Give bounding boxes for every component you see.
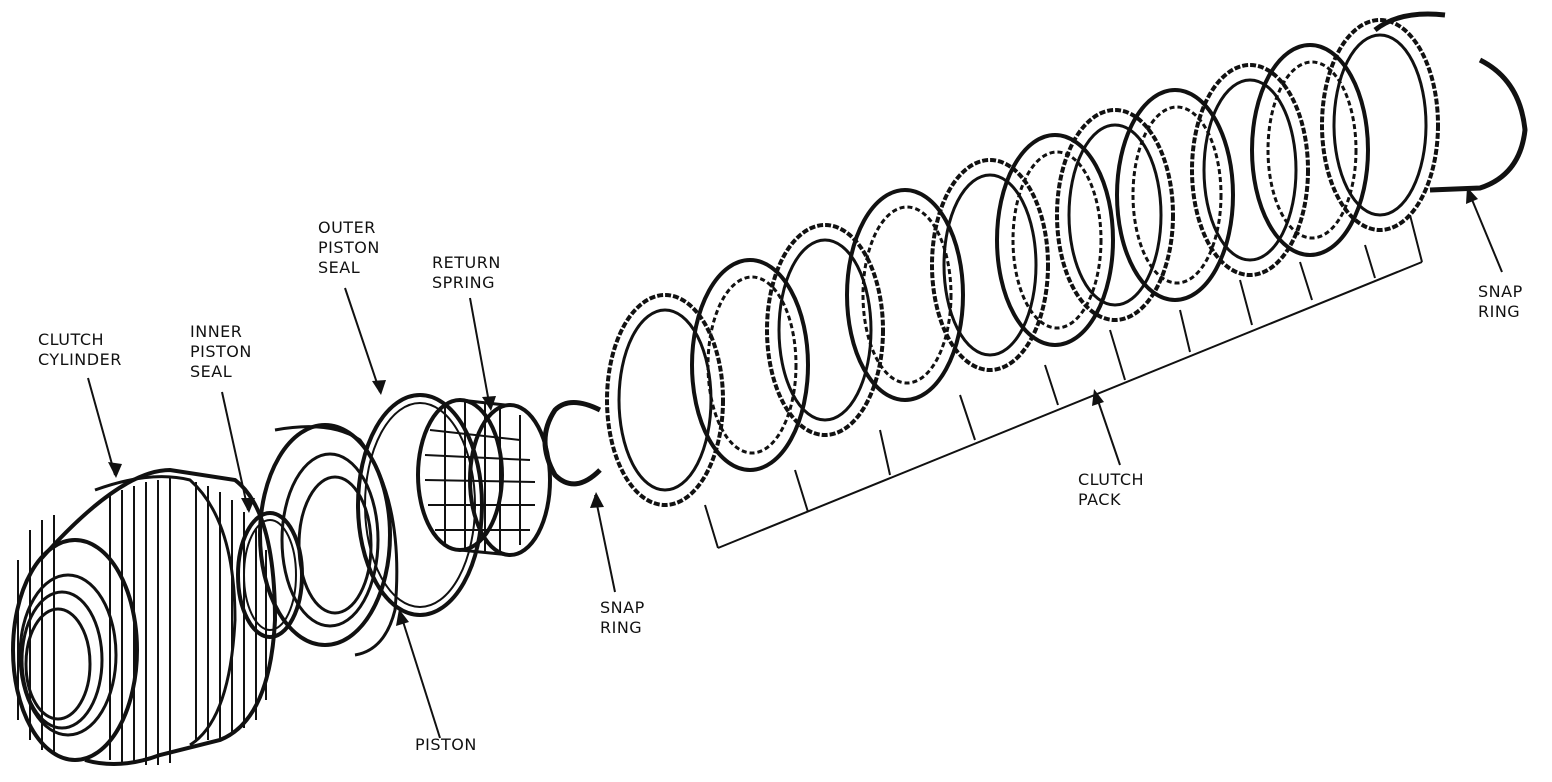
label-line: SPRING [432, 273, 496, 292]
label-line: SEAL [318, 258, 361, 277]
clutch-cylinder [11, 467, 278, 766]
label-line: PISTON [415, 735, 477, 754]
label-line: RETURN [432, 253, 501, 272]
label-line: CLUTCH [38, 330, 105, 349]
label-line: PACK [1078, 490, 1121, 509]
label-inner-piston-seal: INNER PISTON SEAL [190, 322, 252, 382]
label-line: PISTON [318, 238, 380, 257]
label-line: CYLINDER [38, 350, 122, 369]
label-clutch-cylinder: CLUTCH CYLINDER [38, 330, 122, 370]
label-line: CLUTCH [1078, 470, 1145, 489]
label-line: SNAP [1478, 282, 1523, 301]
label-piston: PISTON [415, 735, 477, 755]
label-outer-piston-seal: OUTER PISTON SEAL [318, 218, 380, 278]
leader-lines [87, 189, 1503, 739]
label-line: OUTER [318, 218, 376, 237]
label-clutch-pack: CLUTCH PACK [1078, 470, 1144, 510]
label-return-spring: RETURN SPRING [432, 253, 501, 293]
label-line: RING [1478, 302, 1521, 321]
snap-ring-front [542, 400, 602, 487]
label-line: SNAP [600, 598, 645, 617]
label-line: INNER [190, 322, 243, 341]
label-line: SEAL [190, 362, 233, 381]
label-line: RING [600, 618, 643, 637]
piston [258, 423, 399, 657]
arrow-heads [108, 187, 1478, 626]
label-snap-ring-rear: SNAP RING [1478, 282, 1523, 322]
clutch-pack [605, 18, 1440, 507]
inner-piston-seal [236, 511, 304, 639]
return-spring [416, 398, 552, 557]
clutch-pack-bracket [704, 214, 1423, 549]
snap-ring-rear [1373, 11, 1528, 193]
label-line: PISTON [190, 342, 252, 361]
label-snap-ring-front: SNAP RING [600, 598, 645, 638]
